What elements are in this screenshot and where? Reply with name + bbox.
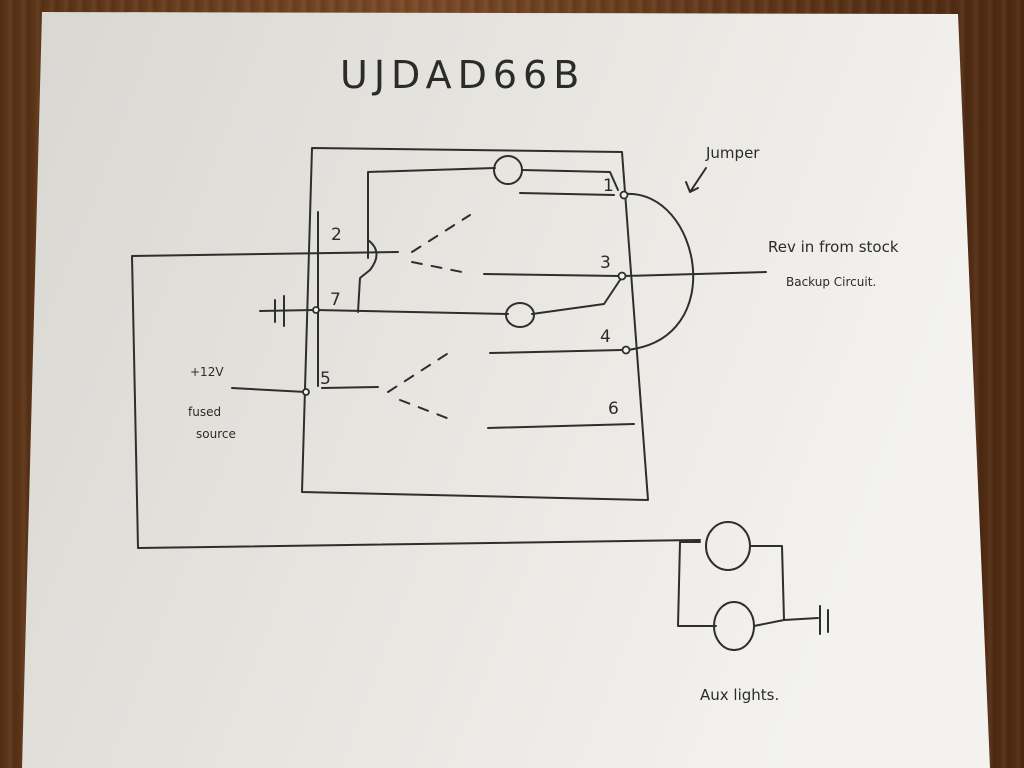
jumper-label: Jumper xyxy=(705,144,760,162)
terminal-4-wire xyxy=(489,349,623,354)
terminal-3-dot xyxy=(617,271,627,281)
jumper-arc xyxy=(625,192,695,351)
terminal-label-3: 3 xyxy=(600,253,611,273)
terminal-7-wire xyxy=(315,309,509,315)
terminal-label-7: 7 xyxy=(330,290,341,310)
rev-in-wire xyxy=(623,271,767,277)
terminal-label-6: 6 xyxy=(608,399,619,419)
jumper-pointer xyxy=(685,167,707,193)
rev-in-label: Rev in from stock xyxy=(768,238,899,256)
left-loop-wire xyxy=(131,251,701,549)
terminal-1-dot xyxy=(619,190,629,200)
ground-wire-right xyxy=(783,617,819,621)
paper-sheet xyxy=(22,12,990,768)
switch-dash-lower-upper xyxy=(387,351,451,393)
coil-wire-middle-right xyxy=(531,279,621,315)
terminal-label-2: 2 xyxy=(331,225,342,245)
terminal-1-wire xyxy=(519,192,615,196)
terminal-label-1: 1 xyxy=(603,176,614,196)
terminal-4-dot xyxy=(621,345,631,355)
coil-wire-top-right xyxy=(521,169,619,191)
terminal-label-4: 4 xyxy=(600,327,611,347)
terminal-5-wire xyxy=(321,386,379,389)
terminal-7-dot xyxy=(312,306,320,314)
terminal-5-dot xyxy=(302,388,310,396)
aux-wire-left xyxy=(677,541,717,627)
switch-dash-lower xyxy=(411,261,463,273)
terminal-6-wire xyxy=(487,423,635,429)
aux-wire-right xyxy=(749,545,785,627)
backup-circuit-label: Backup Circuit. xyxy=(786,275,876,289)
fused-label: fused xyxy=(188,405,221,419)
aux-lights-label: Aux lights. xyxy=(700,686,779,704)
coil-lamp-middle xyxy=(505,302,535,328)
switch-dash-lower-lower xyxy=(399,399,453,421)
supply-wire xyxy=(231,387,307,393)
ground-wire-left xyxy=(259,309,315,312)
terminal-label-5: 5 xyxy=(320,369,331,389)
relay-box-outline xyxy=(301,147,649,501)
coil-wire-top xyxy=(367,167,496,259)
source-label: source xyxy=(196,427,236,441)
supply-label: +12V xyxy=(190,365,224,379)
terminal-2-bump xyxy=(357,239,378,313)
diagram-title: UJDAD66B xyxy=(340,53,585,97)
terminal-3-wire xyxy=(483,273,621,277)
